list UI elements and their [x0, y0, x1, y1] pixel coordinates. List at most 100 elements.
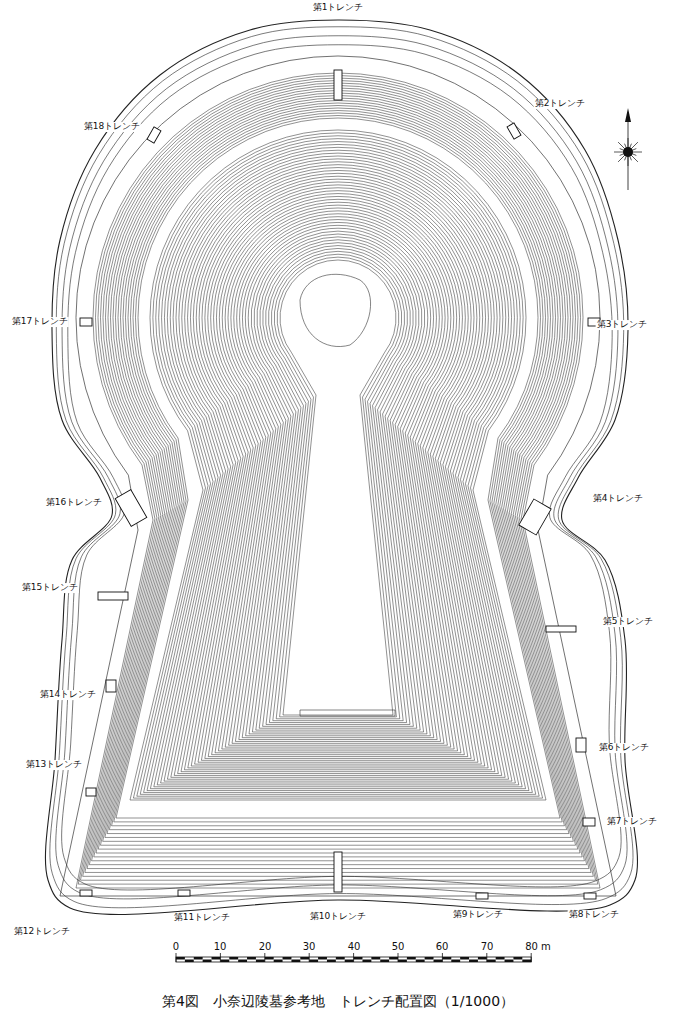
scale-fill: [522, 960, 531, 963]
contour-line: [242, 225, 434, 737]
scale-number: 50: [391, 941, 406, 952]
contour-line: [116, 118, 560, 818]
trench-label: 第1トレンチ: [312, 3, 365, 13]
contour-line: [100, 101, 575, 846]
scale-number: 30: [302, 941, 317, 952]
trench-mark: [546, 626, 576, 632]
trench-label: 第17トレンチ: [11, 317, 69, 327]
trench-label: 第8トレンチ: [568, 910, 621, 920]
trench-label: 第3トレンチ: [596, 320, 649, 330]
contour-line: [195, 185, 482, 764]
trench-label: 第12トレンチ: [13, 927, 71, 937]
ridge-end: [300, 710, 395, 716]
contour-line: [208, 196, 468, 756]
scale-tick: [353, 953, 354, 962]
contour-line: [256, 237, 420, 730]
trench-label: 第2トレンチ: [534, 99, 587, 109]
contour-line: [215, 202, 461, 753]
scale-number: 10: [213, 941, 228, 952]
contour-line: [271, 251, 404, 720]
trench-mark: [519, 499, 551, 535]
scale-number: 70: [480, 941, 495, 952]
contour-line: [277, 257, 399, 717]
scale-fill: [442, 957, 451, 960]
scale-bar: [176, 953, 531, 962]
contour-line: [80, 78, 595, 880]
trench-label: 第5トレンチ: [602, 617, 655, 627]
scale-number: 80 m: [524, 941, 552, 952]
scale-fill: [291, 960, 300, 963]
contour-line: [167, 162, 508, 779]
scale-fill: [185, 960, 194, 963]
contour-line: [137, 136, 539, 796]
contour-line: [150, 147, 525, 788]
contour-line: [263, 243, 414, 727]
contour-line: [259, 240, 417, 728]
trench-label: 第4トレンチ: [592, 494, 645, 504]
trench-mark: [584, 893, 596, 899]
trench-mark: [86, 788, 96, 796]
contour-line: [198, 188, 478, 762]
contour-line: [222, 208, 454, 749]
contour-line: [103, 103, 574, 841]
contour-line: [252, 234, 423, 732]
contour-line: [147, 144, 529, 790]
trench-mark: [147, 127, 161, 143]
trench-mark: [334, 852, 342, 892]
contour-line: [212, 199, 465, 754]
trench-label: 第6トレンチ: [598, 743, 651, 753]
scale-fill: [487, 960, 496, 963]
scale-fill: [229, 957, 238, 960]
contour-line: [133, 133, 542, 798]
contour-line: [232, 217, 444, 744]
scale-fill: [238, 960, 247, 963]
scale-fill: [309, 960, 318, 963]
trench-label: 第10トレンチ: [309, 912, 367, 922]
scale-fill: [460, 957, 469, 960]
scale-fill: [434, 960, 443, 963]
contour-line: [280, 260, 396, 715]
contour-line: [78, 76, 598, 885]
contour-line: [174, 168, 502, 776]
trench-label: 第11トレンチ: [173, 913, 231, 923]
scale-fill: [274, 960, 283, 963]
scale-fill: [451, 960, 460, 963]
trench-mark: [115, 490, 147, 527]
trench-mark: [178, 890, 190, 896]
contour-line: [188, 179, 488, 768]
trench-mark: [334, 70, 342, 100]
scale-fill: [265, 957, 274, 960]
trench-mark: [507, 123, 521, 139]
contour-line: [239, 222, 437, 739]
contour-line: [107, 108, 569, 834]
trench-label: 第9トレンチ: [452, 910, 505, 920]
scale-fill: [327, 960, 336, 963]
compass-center: [623, 147, 633, 157]
scale-fill: [176, 957, 185, 960]
scale-number: 60: [435, 941, 450, 952]
trench-mark: [106, 680, 116, 692]
contour-line: [178, 170, 499, 773]
plateau-contour: [300, 274, 371, 346]
scale-tick: [398, 953, 399, 962]
contour-line: [98, 98, 578, 849]
scale-tick: [264, 953, 265, 962]
contour-line: [76, 73, 600, 888]
scale-fill: [300, 957, 309, 960]
contour-line: [201, 191, 474, 761]
contour-line: [105, 105, 571, 837]
contour-line: [229, 214, 448, 745]
contour-line: [246, 228, 431, 736]
contour-line: [249, 231, 427, 734]
north-arrow: [614, 108, 642, 190]
scale-fill: [336, 957, 345, 960]
scale-fill: [362, 960, 371, 963]
bank-outline: [45, 20, 637, 914]
scale-number: 20: [258, 941, 273, 952]
scale-fill: [203, 960, 212, 963]
trench-mark: [80, 318, 92, 326]
scale-fill: [478, 957, 487, 960]
scale-fill: [425, 957, 434, 960]
scale-fill: [380, 960, 389, 963]
